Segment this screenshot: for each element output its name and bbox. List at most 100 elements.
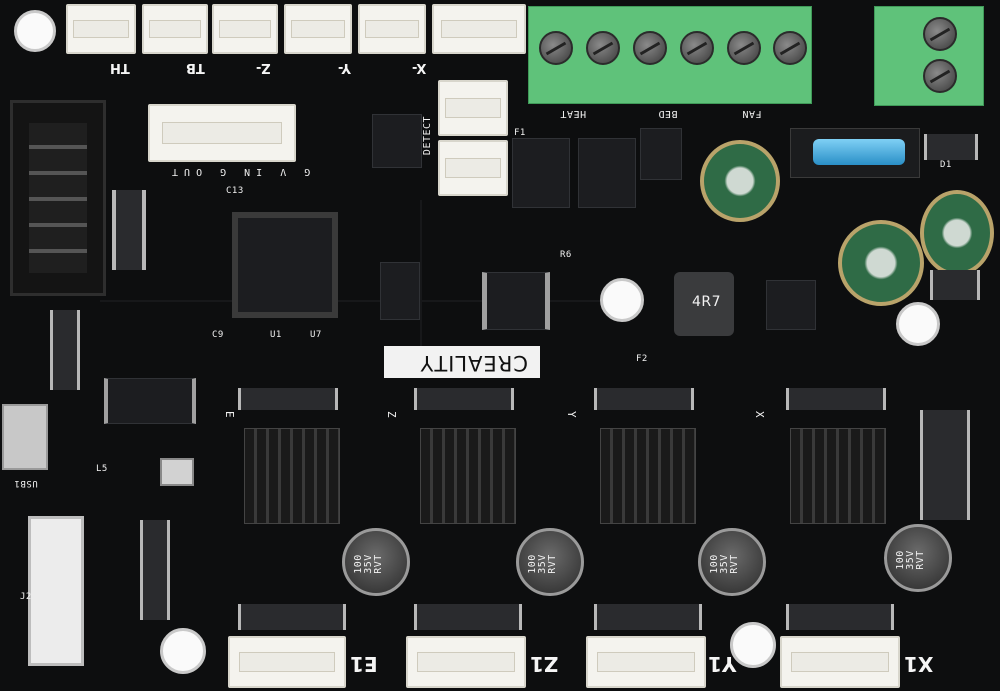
filament-detect-connector: [438, 80, 508, 136]
driver-heatsink-z: [420, 428, 516, 524]
label-detect: DETECT: [422, 115, 434, 156]
label-usb: USB1: [14, 478, 38, 488]
crystal: [160, 458, 194, 486]
header-pins: [29, 123, 87, 273]
microcontroller: [232, 212, 338, 318]
resistor-array: [414, 604, 522, 630]
bltouch-connector: [148, 104, 296, 162]
label-x1: X1: [904, 652, 934, 676]
terminal-screw: [923, 17, 957, 51]
capacitor: [838, 220, 924, 306]
cap-line: RVT: [372, 554, 384, 574]
label-heat: HEAT: [560, 108, 587, 119]
thermistor-connector: [212, 4, 278, 54]
terminal-screw: [923, 59, 957, 93]
mounting-hole: [14, 10, 56, 52]
terminal-screw: [727, 31, 761, 65]
resistor-array: [414, 388, 514, 410]
power-input-terminal: [874, 6, 984, 106]
terminal-screw: [539, 31, 573, 65]
pin-header: [50, 310, 80, 390]
mosfet: [512, 138, 570, 208]
sd-card-slot: [28, 516, 84, 666]
refdes: U7: [310, 330, 322, 340]
terminal-screw: [633, 31, 667, 65]
axis-mark-x: X: [753, 410, 767, 419]
mounting-hole: [730, 622, 776, 668]
power-terminal-block: [528, 6, 812, 104]
trace: [420, 200, 422, 360]
label-e1: E1: [350, 652, 378, 676]
refdes: J2: [20, 592, 32, 602]
terminal-screw: [773, 31, 807, 65]
refdes: D1: [940, 160, 952, 170]
filament-detect-connector: [438, 140, 508, 196]
cap-line: RVT: [728, 554, 740, 574]
endstop-connector: [66, 4, 136, 54]
resistor-array: [238, 604, 346, 630]
driver-heatsink-x: [790, 428, 886, 524]
trace: [100, 300, 620, 302]
label-y: Y-: [338, 60, 351, 75]
label-bltouch: G V IN G OUT: [166, 166, 311, 177]
endstop-connector: [432, 4, 526, 54]
label-x: X-: [412, 60, 427, 75]
usb-port: [2, 404, 48, 470]
resistor-array: [594, 388, 694, 410]
regulator: [380, 262, 420, 320]
cap-line: RVT: [914, 550, 926, 570]
terminal-screw: [586, 31, 620, 65]
terminal-screw: [680, 31, 714, 65]
mounting-hole: [600, 278, 644, 322]
motor-connector-y1: [586, 636, 706, 688]
refdes: C9: [212, 330, 224, 340]
motor-connector-z1: [406, 636, 526, 688]
resistor-array: [112, 190, 146, 270]
motor-connector-e1: [228, 636, 346, 688]
cap-line: RVT: [546, 554, 558, 574]
axis-mark-z: Z: [385, 410, 399, 419]
lcd-header: [10, 100, 106, 296]
resistor-array: [594, 604, 702, 630]
ic-chip: [766, 280, 816, 330]
label-th: TH: [110, 60, 130, 75]
capacitor: [700, 140, 780, 222]
resistor-array: [238, 388, 338, 410]
label-bed: BED: [658, 108, 678, 119]
driver-heatsink-e: [244, 428, 340, 524]
brand-label: CREALITY: [384, 346, 540, 378]
capacitor: [920, 190, 994, 276]
blade-fuse: [813, 139, 905, 165]
inductor: 4R7: [674, 272, 734, 336]
motor-connector-x1: [780, 636, 900, 688]
refdes: L5: [96, 464, 108, 474]
resistor-array: [140, 520, 170, 620]
label-fan: FAN: [742, 108, 762, 119]
axis-mark-y: Y: [565, 410, 579, 419]
label-z: Z-: [256, 60, 271, 75]
label-z1: Z1: [530, 652, 559, 676]
label-tb: TB: [186, 60, 205, 75]
resistor-array: [786, 388, 886, 410]
mosfet: [640, 128, 682, 180]
fuse-holder: [790, 128, 920, 178]
driver-heatsink-y: [600, 428, 696, 524]
mosfet: [578, 138, 636, 208]
mounting-hole: [160, 628, 206, 674]
resistor-array: [786, 604, 894, 630]
refdes: U1: [270, 330, 282, 340]
brand-text: CREALITY: [419, 351, 528, 375]
endstop-connector: [284, 4, 352, 54]
refdes: F2: [636, 354, 648, 364]
label-y1: Y1: [708, 652, 737, 676]
diode: [924, 134, 978, 160]
axis-mark-e: E: [223, 410, 237, 419]
